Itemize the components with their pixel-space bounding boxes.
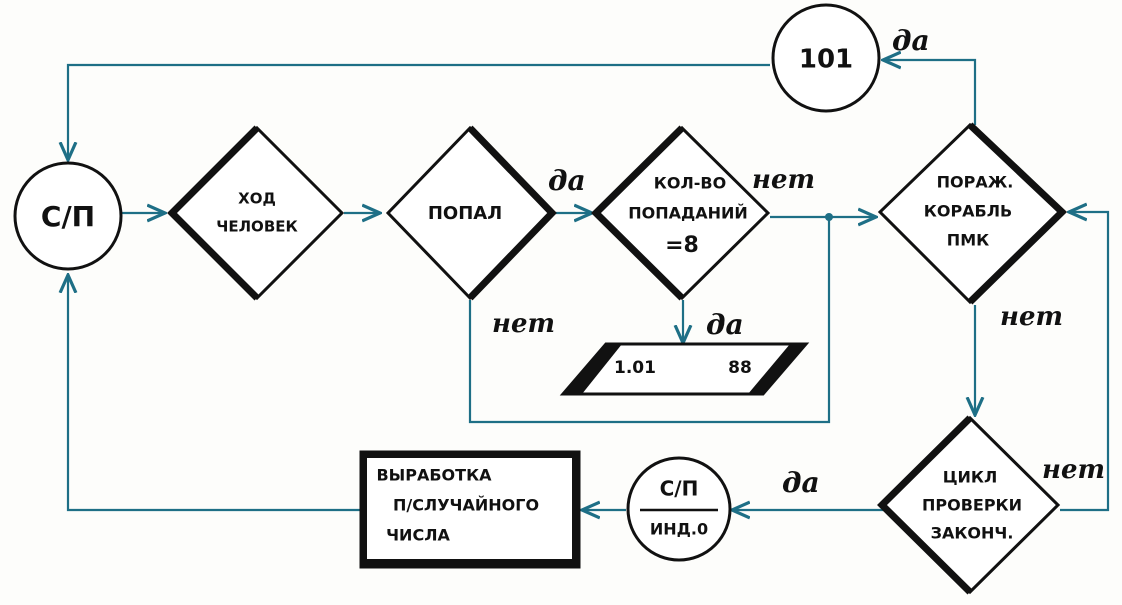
output-address: 1.01 bbox=[614, 358, 656, 378]
pmk-sunk-decision: ПОРАЖ. КОРАБЛЬ ПМК bbox=[877, 122, 1068, 305]
junction-dot bbox=[825, 213, 833, 221]
label-no-hit: нет bbox=[492, 309, 555, 339]
output-block: 1.01 88 bbox=[559, 342, 810, 396]
hits-count-line-3: =8 bbox=[665, 233, 699, 258]
node-101: 101 bbox=[771, 3, 881, 113]
label-yes-101: да bbox=[892, 24, 930, 57]
node-101-label: 101 bbox=[799, 45, 853, 75]
label-no-count: нет bbox=[752, 165, 815, 195]
check-loop-line-1: ЦИКЛ bbox=[943, 468, 998, 487]
stop-indicator-bottom: ИНД.0 bbox=[650, 520, 708, 539]
label-no-check: нет bbox=[1042, 455, 1105, 485]
hits-count-decision: КОЛ-ВО ПОПАДАНИЙ =8 bbox=[591, 125, 771, 301]
hits-count-line-2: ПОПАДАНИЙ bbox=[628, 204, 748, 223]
edge-hit-no-loop bbox=[468, 217, 831, 424]
human-move-line-2: ЧЕЛОВЕК bbox=[216, 218, 298, 236]
random-generation-block: ВЫРАБОТКА П/СЛУЧАЙНОГО ЧИСЛА bbox=[359, 450, 581, 569]
human-move-line-1: ХОД bbox=[238, 190, 276, 208]
random-generation-line-2: П/СЛУЧАЙНОГО bbox=[393, 496, 539, 515]
edge-check-no-loop bbox=[1060, 212, 1110, 512]
check-loop-decision: ЦИКЛ ПРОВЕРКИ ЗАКОНЧ. bbox=[877, 415, 1061, 595]
start-node-label: С/П bbox=[41, 200, 95, 233]
label-no-pmk: нет bbox=[1000, 302, 1063, 332]
edge-pmk-yes-to-101 bbox=[883, 60, 977, 125]
check-loop-line-2: ПРОВЕРКИ bbox=[922, 496, 1022, 515]
hit-label: ПОПАЛ bbox=[428, 203, 502, 224]
random-generation-line-3: ЧИСЛА bbox=[386, 526, 450, 545]
label-yes-count: да bbox=[706, 308, 744, 341]
pmk-sunk-line-1: ПОРАЖ. bbox=[937, 173, 1014, 192]
stop-indicator-top: С/П bbox=[660, 477, 699, 501]
label-yes-check: да bbox=[782, 466, 820, 499]
label-yes-hit: да bbox=[548, 164, 586, 197]
random-generation-line-1: ВЫРАБОТКА bbox=[376, 466, 492, 485]
edge-101-to-start bbox=[68, 63, 770, 160]
start-node: С/П bbox=[13, 161, 123, 271]
stop-indicator-node: С/П ИНД.0 bbox=[626, 456, 732, 562]
hit-decision: ПОПАЛ bbox=[385, 125, 557, 301]
pmk-sunk-line-3: ПМК bbox=[947, 231, 989, 250]
connectors bbox=[68, 60, 1110, 512]
human-move-decision: ХОД ЧЕЛОВЕК bbox=[167, 125, 345, 301]
edge-labels: да да нет нет да нет нет да bbox=[492, 24, 1105, 499]
output-code: 88 bbox=[728, 358, 752, 378]
edge-random-to-start bbox=[68, 275, 360, 512]
check-loop-line-3: ЗАКОНЧ. bbox=[931, 524, 1014, 543]
hits-count-line-1: КОЛ-ВО bbox=[654, 174, 726, 193]
pmk-sunk-line-2: КОРАБЛЬ bbox=[924, 202, 1012, 221]
